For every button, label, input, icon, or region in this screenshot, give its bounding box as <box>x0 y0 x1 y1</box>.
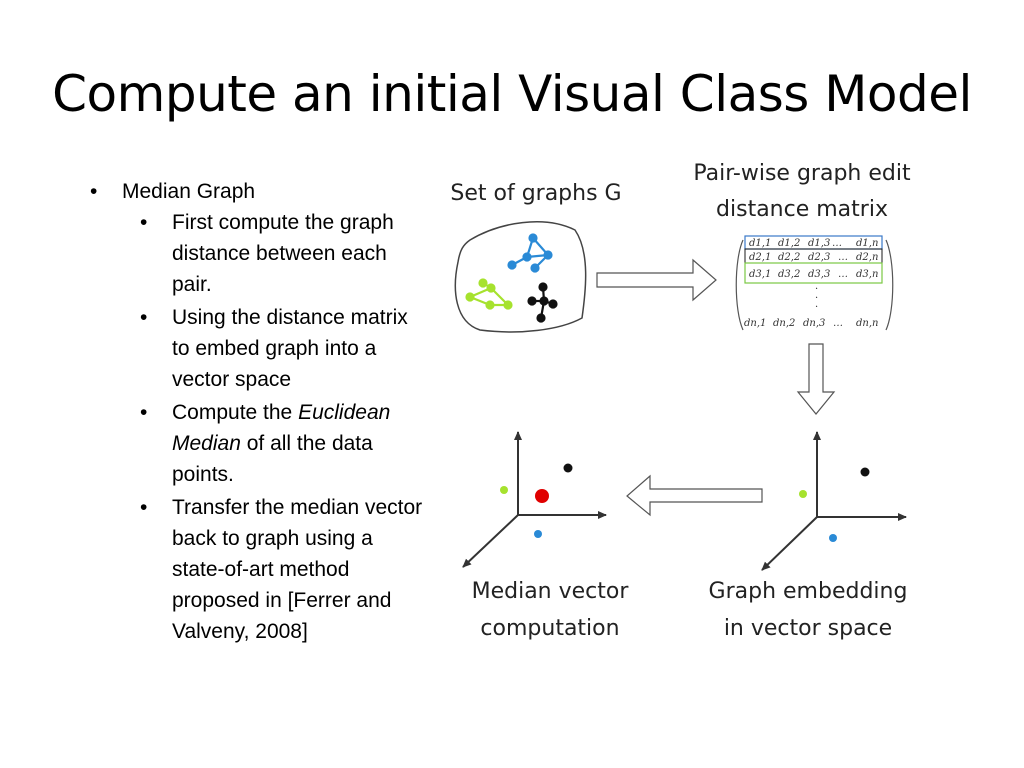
label-matrix-line2: distance matrix <box>716 197 888 222</box>
label-matrix-line1: Pair-wise graph edit <box>693 161 911 186</box>
arrow-right-icon <box>596 258 717 302</box>
label-embed-line2: in vector space <box>723 616 893 641</box>
sub-bullet-text: Using the distance matrix to embed graph… <box>172 306 408 391</box>
sub-bullet-emphasis: Euclidean Median <box>172 401 391 455</box>
bullet-median-graph: Median Graph <box>90 176 430 207</box>
median-vector-plot <box>462 431 607 568</box>
blue-graph-icon <box>507 233 553 273</box>
median-point-black <box>563 463 573 473</box>
embed-point-blue <box>829 534 837 542</box>
bullet-list: Median Graph First compute the graph dis… <box>90 176 430 647</box>
label-median-line1: Median vector <box>471 579 629 604</box>
matrix-vdots: · <box>815 293 818 304</box>
graph-set-outline <box>454 221 587 333</box>
sub-bullet-1: First compute the graph distance between… <box>140 207 430 300</box>
arrow-down-icon <box>796 343 836 415</box>
sub-bullet-text: Transfer the median vector back to graph… <box>172 496 423 643</box>
matrix-vdots: · <box>815 302 818 313</box>
median-point-red <box>535 489 549 503</box>
sub-bullet-4: Transfer the median vector back to graph… <box>140 492 430 647</box>
bullet-text: Median Graph <box>122 180 256 203</box>
sub-bullet-text: First compute the graph distance between… <box>172 211 394 296</box>
embedding-plot <box>761 431 907 571</box>
black-graph-icon <box>527 282 558 323</box>
embed-point-black <box>860 467 870 477</box>
median-point-blue <box>534 530 542 538</box>
green-graph-icon <box>465 278 513 310</box>
median-point-green <box>500 486 508 494</box>
sub-bullet-text: Compute the <box>172 401 299 424</box>
label-median-line2: computation <box>480 616 620 641</box>
arrow-left-icon <box>626 474 763 517</box>
sub-bullet-list: First compute the graph distance between… <box>140 207 430 647</box>
slide-title: Compute an initial Visual Class Model <box>52 65 972 123</box>
label-set-of-graphs: Set of graphs G <box>450 181 622 206</box>
sub-bullet-2: Using the distance matrix to embed graph… <box>140 302 430 395</box>
sub-bullet-3: Compute the Euclidean Median of all the … <box>140 397 430 490</box>
matrix-vdots: · <box>815 284 818 295</box>
embed-point-green <box>799 490 807 498</box>
label-embed-line1: Graph embedding <box>708 579 908 604</box>
sub-bullet-text: of all the data points. <box>172 432 373 486</box>
